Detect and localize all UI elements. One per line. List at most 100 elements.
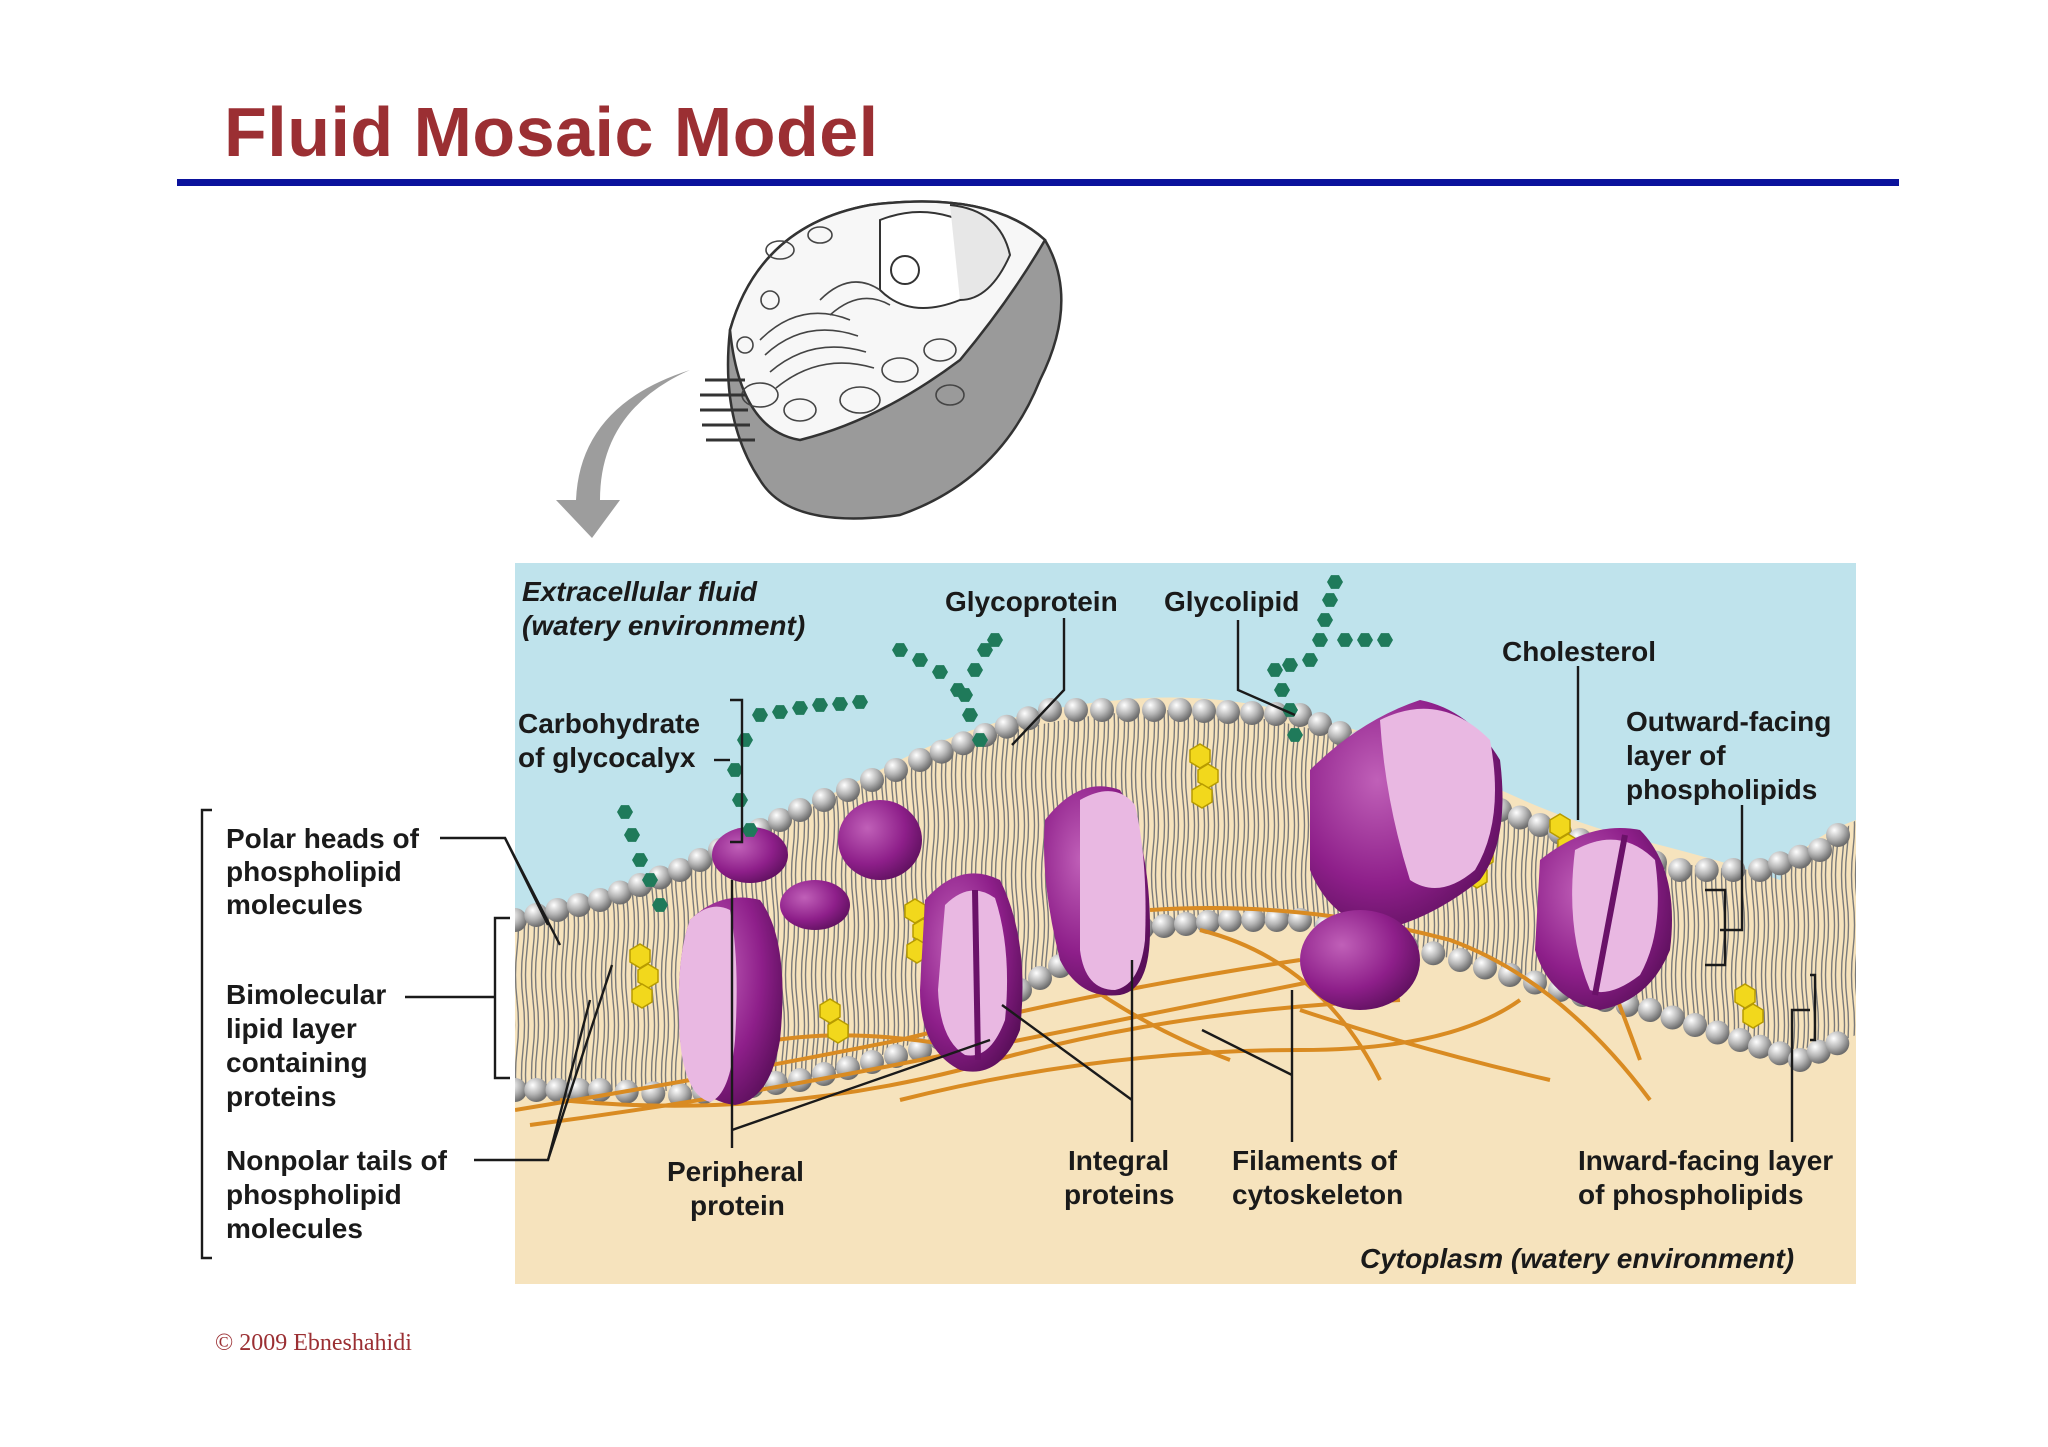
label-nonpolar-line1: Nonpolar tails of [226, 1145, 448, 1176]
phospholipid-head [884, 758, 908, 782]
sugar-unit [1327, 575, 1343, 589]
phospholipid-head [588, 888, 612, 912]
phospholipid-head [1498, 963, 1522, 987]
label-integral-line2: proteins [1064, 1179, 1174, 1210]
sugar-unit [792, 701, 808, 715]
sugar-unit [624, 828, 640, 842]
phospholipid-head [1683, 1013, 1707, 1037]
label-integral-line1: Integral [1068, 1145, 1169, 1176]
phospholipid-head [688, 848, 712, 872]
label-bimolecular-line3: containing [226, 1047, 368, 1078]
label-nonpolar-line3: molecules [226, 1213, 363, 1244]
sugar-unit [1322, 593, 1338, 607]
sugar-unit [832, 697, 848, 711]
label-outward-line3: phospholipids [1626, 774, 1817, 805]
phospholipid-head [1448, 948, 1472, 972]
page-title: Fluid Mosaic Model [224, 93, 879, 171]
phospholipid-head [860, 768, 884, 792]
phospholipid-head [1168, 698, 1192, 722]
phospholipid-head [1806, 1039, 1831, 1064]
phospholipid-head [1142, 698, 1166, 722]
phospholipid-head [788, 1068, 812, 1092]
phospholipid-head [1241, 908, 1266, 932]
label-outward-line2: layer of [1626, 740, 1726, 771]
phospholipid-head [1721, 858, 1746, 882]
phospholipid-head [1748, 1034, 1772, 1059]
phospholipid-head [1174, 912, 1198, 936]
phospholipid-head [994, 714, 1019, 739]
phospholipid-head [1308, 712, 1332, 736]
phospholipid-head [1152, 914, 1176, 938]
sugar-unit [977, 643, 993, 657]
sugar-unit [987, 633, 1003, 647]
label-inward-line1: Inward-facing layer [1578, 1145, 1833, 1176]
phospholipid-head [668, 858, 692, 882]
sugar-unit [1274, 683, 1290, 697]
label-cholesterol: Cholesterol [1502, 636, 1656, 667]
label-polar-line1: Polar heads of [226, 823, 420, 854]
sugar-unit [772, 705, 788, 719]
sugar-unit [912, 653, 928, 667]
phospholipid-head [608, 880, 632, 905]
phospholipid-head [1748, 858, 1772, 882]
label-cytoplasm: Cytoplasm (watery environment) [1360, 1243, 1794, 1274]
phospholipid-head [1218, 908, 1242, 932]
pointer-arrow [556, 370, 690, 538]
phospholipid-head [1825, 1031, 1850, 1056]
sugar-unit [1302, 653, 1318, 667]
phospholipid-head [1028, 966, 1052, 990]
phospholipid-head [1705, 1020, 1730, 1045]
phospholipid-head [524, 1078, 549, 1102]
label-carbohydrate-line2: of glycocalyx [518, 742, 696, 773]
phospholipid-head [1240, 701, 1264, 725]
phospholipid-head [1808, 838, 1832, 862]
phospholipid-head [566, 893, 591, 917]
phospholipid-head [515, 908, 527, 932]
label-inward-line2: of phospholipids [1578, 1179, 1804, 1210]
label-carbohydrate-line1: Carbohydrate [518, 708, 700, 739]
label-filaments-line2: cytoskeleton [1232, 1179, 1403, 1210]
phospholipid-head [812, 1062, 836, 1086]
phospholipid-head [1768, 851, 1792, 876]
phospholipid-head [515, 1078, 527, 1102]
phospholipid-head [812, 788, 836, 812]
label-extracellular-line1: Extracellular fluid [522, 576, 758, 607]
sugar-unit [932, 665, 948, 679]
phospholipid-head [1508, 805, 1532, 830]
label-filaments-line1: Filaments of [1232, 1145, 1398, 1176]
sugar-unit [652, 898, 668, 912]
leader-lines [200, 618, 1817, 1260]
phospholipid-head [1116, 698, 1140, 722]
phospholipid-head [951, 731, 976, 756]
phospholipid-head [1638, 998, 1662, 1022]
sugar-unit [1282, 658, 1298, 672]
phospholipid-head [1421, 941, 1446, 966]
phospholipid-head [836, 778, 860, 802]
phospholipid-head [1826, 823, 1850, 847]
sugar-unit [742, 823, 758, 837]
phospholipid-head [1216, 700, 1240, 724]
sugar-unit [617, 805, 633, 819]
phospholipid-head [1264, 908, 1289, 932]
title-underline [177, 179, 1899, 186]
phospholipid-head [1660, 1005, 1685, 1030]
label-glycoprotein: Glycoprotein [945, 586, 1118, 617]
phospholipid-head [1196, 910, 1220, 934]
cytoskeleton-filaments [515, 859, 1652, 1127]
label-polar-line3: molecules [226, 889, 363, 920]
phospholipid-head [1788, 844, 1812, 869]
copyright-notice: © 2009 Ebneshahidi [215, 1330, 412, 1356]
cell-illustration [556, 200, 1063, 538]
label-glycolipid: Glycolipid [1164, 586, 1299, 617]
sugar-unit [1357, 633, 1373, 647]
phospholipid-head [1788, 1048, 1812, 1072]
sugar-unit [1337, 633, 1353, 647]
sugar-unit [812, 698, 828, 712]
phospholipid-head [1473, 955, 1497, 980]
sugar-unit [1267, 663, 1283, 677]
phospholipid-head [908, 748, 932, 772]
sugar-unit [967, 663, 983, 677]
label-bimolecular-line4: proteins [226, 1081, 336, 1112]
sugar-unit [957, 688, 973, 702]
